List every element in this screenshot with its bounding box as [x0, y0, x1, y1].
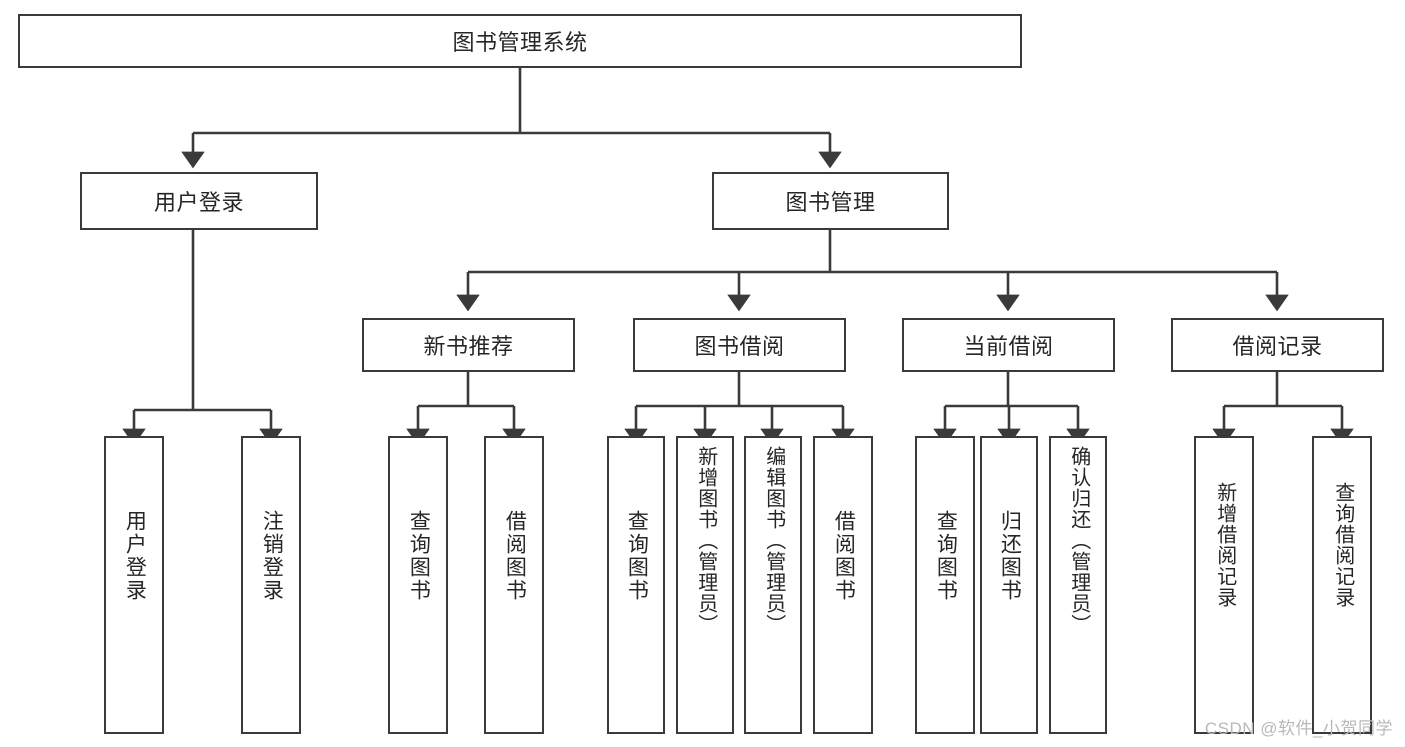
- node-label: 新增借阅记录: [1213, 482, 1236, 608]
- node-label: 用户登录: [123, 510, 147, 602]
- node-borrow-records[interactable]: 借阅记录: [1171, 318, 1384, 372]
- edges-current-to-leaves: [933, 372, 1090, 446]
- leaf-borrow-books-recommend[interactable]: 借阅图书: [484, 436, 544, 734]
- node-label: 图书管理: [785, 190, 876, 215]
- edges-records-to-leaves: [1212, 372, 1354, 446]
- edges-level2-to-level3: [456, 230, 1289, 312]
- node-book-management[interactable]: 图书管理: [712, 172, 949, 230]
- node-current-borrow[interactable]: 当前借阅: [902, 318, 1115, 372]
- leaf-borrow-books[interactable]: 借阅图书: [813, 436, 873, 734]
- edges-root-to-level2: [181, 68, 842, 169]
- node-label: 新书推荐: [423, 334, 514, 359]
- leaf-return-books[interactable]: 归还图书: [980, 436, 1038, 734]
- node-label: 当前借阅: [963, 334, 1054, 359]
- node-label: 用户登录: [153, 190, 244, 215]
- node-label: 新增图书（管理员）: [694, 446, 717, 635]
- node-user-login[interactable]: 用户登录: [80, 172, 318, 230]
- node-label: 确认归还（管理员）: [1067, 446, 1090, 635]
- leaf-query-borrow-record[interactable]: 查询借阅记录: [1312, 436, 1372, 734]
- node-label: 查询图书: [407, 510, 431, 602]
- leaf-user-login[interactable]: 用户登录: [104, 436, 164, 734]
- node-label: 借阅图书: [832, 510, 856, 602]
- leaf-query-books-recommend[interactable]: 查询图书: [388, 436, 448, 734]
- watermark-text: CSDN @软件_小贺同学: [1204, 719, 1393, 738]
- node-label: 查询图书: [934, 510, 958, 602]
- node-label: 查询图书: [625, 510, 649, 602]
- node-label: 注销登录: [260, 510, 284, 602]
- leaf-add-book-admin[interactable]: 新增图书（管理员）: [676, 436, 734, 734]
- node-label: 借阅图书: [503, 510, 527, 602]
- leaf-add-borrow-record[interactable]: 新增借阅记录: [1194, 436, 1254, 734]
- node-new-book-recommend[interactable]: 新书推荐: [362, 318, 575, 372]
- node-label: 借阅记录: [1232, 334, 1323, 359]
- node-label: 图书管理系统: [452, 30, 588, 55]
- node-book-borrow[interactable]: 图书借阅: [633, 318, 846, 372]
- leaf-query-books-current[interactable]: 查询图书: [915, 436, 975, 734]
- node-label: 归还图书: [998, 510, 1022, 602]
- edges-borrow-to-leaves: [624, 372, 855, 446]
- leaf-logout[interactable]: 注销登录: [241, 436, 301, 734]
- leaf-confirm-return-admin[interactable]: 确认归还（管理员）: [1049, 436, 1107, 734]
- leaf-edit-book-admin[interactable]: 编辑图书（管理员）: [744, 436, 802, 734]
- node-label: 图书借阅: [694, 334, 785, 359]
- edges-newbooks-to-leaves: [406, 372, 526, 446]
- node-root-system[interactable]: 图书管理系统: [18, 14, 1022, 68]
- leaf-query-books-borrow[interactable]: 查询图书: [607, 436, 665, 734]
- edges-booklogin-to-leaves: [122, 230, 283, 446]
- node-label: 查询借阅记录: [1331, 482, 1354, 608]
- node-label: 编辑图书（管理员）: [762, 446, 785, 635]
